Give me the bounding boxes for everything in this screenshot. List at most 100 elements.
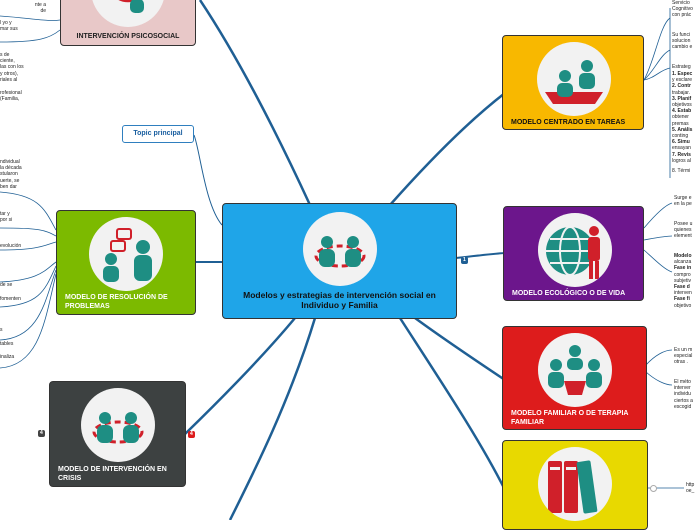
centrado-note-1: Servicio Cognitivo con prác — [672, 0, 693, 19]
res-sub-3 — [0, 241, 57, 251]
ecologico-illustration — [538, 213, 612, 287]
branch-centrado — [389, 92, 506, 206]
center-node[interactable]: Modelos y estrategias de intervención so… — [222, 203, 457, 319]
psico-sub-2 — [0, 29, 61, 43]
ecologico-note-3: Modelo alcanza Fase in compro subjetiv F… — [674, 253, 692, 309]
link-marker-icon[interactable] — [650, 485, 657, 492]
family-icon — [548, 345, 602, 395]
res-sub-1 — [0, 191, 57, 231]
branch-psicosocial — [198, 0, 312, 206]
centrado-note-4: 8. Térmi — [672, 168, 691, 174]
res-sub-7 — [0, 273, 57, 369]
res-sub-6 — [0, 269, 57, 341]
centrado-step-num: 7. Revis — [672, 151, 691, 158]
globe-person-icon — [546, 226, 600, 279]
resolucion-note-5: fomenten — [0, 296, 21, 302]
psicosocial-note-3: s de ciente, las con los y otros), riale… — [0, 52, 24, 83]
familiar-node[interactable]: MODELO FAMILIAR O DE TERAPIA FAMILIAR — [502, 326, 647, 430]
people-linked-icon — [314, 236, 366, 268]
resolucion-node[interactable]: MODELO DE RESOLUCIÓN DE PROBLEMAS — [56, 210, 196, 315]
topic-principal[interactable]: Topic principal — [122, 125, 194, 143]
centrado-note-2: Su funci solucion cambio e — [672, 32, 693, 51]
ecologico-note-3-b1: Modelo — [674, 253, 692, 259]
centrado-sub-2 — [643, 49, 671, 81]
crisis-title: MODELO DE INTERVENCIÓN EN CRISIS — [58, 466, 167, 482]
ecologico-note-3-t3: interven — [674, 290, 692, 297]
centrado-step-num: 1. Espec — [672, 71, 693, 77]
res-sub-5 — [0, 265, 57, 308]
center-title: Modelos y estrategias de intervención so… — [243, 290, 436, 310]
resolucion-illustration — [89, 217, 163, 291]
eco-sub-2 — [643, 235, 673, 241]
psicosocial-note-2: l yo y mar sus — [0, 20, 18, 33]
crisis-badge-left[interactable]: 4 — [38, 430, 45, 437]
eco-sub-1 — [643, 202, 673, 229]
res-sub-2 — [0, 227, 57, 237]
yellow-note-1[interactable]: http oe_ — [686, 482, 695, 495]
branch-topic — [193, 134, 223, 226]
crisis-node[interactable]: MODELO DE INTERVENCIÓN EN CRISIS — [49, 381, 186, 487]
centrado-step-num: 3. Planif — [672, 95, 692, 102]
crisis-badge-right[interactable]: 4 — [188, 431, 195, 438]
psicosocial-node[interactable]: INTERVENCIÓN PSICOSOCIAL — [60, 0, 196, 46]
resolucion-note-6: s — [0, 327, 3, 333]
centrado-step-num: 4. Estab — [672, 108, 692, 115]
ecologico-title: MODELO ECOLÓGICO O DE VIDA — [512, 290, 626, 297]
centrado-step-text: obtener premas — [672, 114, 689, 127]
binders-icon — [548, 460, 598, 514]
psicosocial-title: INTERVENCIÓN PSICOSOCIAL — [76, 33, 180, 40]
familiar-note-1: Es un m especial otras . — [674, 347, 693, 366]
centrado-title: MODELO CENTRADO EN TAREAS — [511, 119, 626, 126]
branch-yellow — [398, 317, 507, 491]
familiar-illustration — [538, 333, 612, 407]
meeting-table-icon — [545, 60, 603, 104]
eco-sub-3 — [643, 249, 673, 273]
ecologico-note-2: Posee u quienes element — [674, 221, 693, 240]
resolucion-note-4: de se — [0, 282, 13, 288]
familiar-note-2: El méto interver individu ciertos a esco… — [674, 379, 693, 410]
yellow-illustration — [538, 447, 612, 521]
ecologico-node[interactable]: MODELO ECOLÓGICO O DE VIDA — [503, 206, 644, 301]
fam-sub-1 — [645, 349, 673, 366]
res-sub-4 — [0, 261, 57, 283]
ecologico-badge[interactable]: 1 — [461, 257, 468, 264]
resolucion-note-3: evolución — [0, 243, 22, 249]
ecologico-note-3-t1: alcanza — [674, 259, 692, 266]
centrado-step-num: 2. Contr — [672, 83, 691, 90]
familiar-title: MODELO FAMILIAR O DE TERAPIA FAMILIAR — [511, 410, 629, 426]
centrado-illustration — [537, 42, 611, 116]
ecologico-note-3-t4: objetivo — [674, 302, 692, 309]
centrado-sub-3 — [643, 67, 671, 81]
branch-crisis — [184, 317, 296, 435]
centrado-note-3: Estrateg — [672, 64, 691, 70]
ecologico-note-3-b3: Fase d — [674, 284, 690, 291]
centrado-step-text: y esclare — [672, 77, 693, 84]
yellow-node[interactable] — [502, 440, 648, 530]
ecologico-note-3-b4: Fase fi — [674, 296, 690, 303]
centrado-step-text: ensayan — [672, 145, 691, 152]
branch-ecologico — [455, 252, 506, 259]
people-linked-icon — [92, 412, 144, 444]
psico-sub-1 — [0, 15, 61, 21]
centrado-step-text: objetivos — [672, 102, 692, 109]
centrado-sub-1 — [643, 17, 671, 81]
centrado-step-text: logros al — [672, 157, 691, 164]
ecologico-note-1: Surge e en la pe — [674, 195, 692, 208]
centrado-step-text: conting — [672, 133, 689, 140]
fam-sub-2 — [645, 371, 673, 386]
resolucion-title: MODELO DE RESOLUCIÓN DE PROBLEMAS — [65, 294, 168, 310]
branch-familiar — [414, 316, 506, 382]
center-illustration — [303, 212, 377, 286]
centrado-node[interactable]: MODELO CENTRADO EN TAREAS — [502, 35, 644, 130]
psicosocial-note-4: rofesional (Familia, — [0, 90, 22, 103]
resolucion-note-2: tar y por si — [0, 211, 13, 224]
psicosocial-note-1: nte a de — [34, 2, 46, 15]
